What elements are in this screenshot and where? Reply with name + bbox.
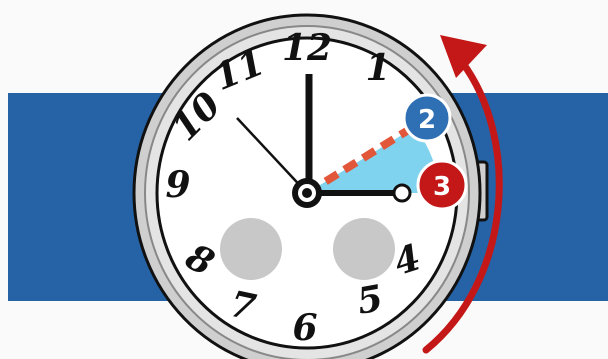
badge-2-label: 2	[418, 105, 436, 135]
badge-3: 3	[418, 161, 466, 209]
numeral-1: 1	[365, 47, 390, 89]
badge-2: 2	[404, 95, 450, 141]
subdial-right	[333, 218, 395, 280]
numeral-6: 6	[292, 307, 317, 349]
badge-3-label: 3	[433, 172, 451, 202]
numeral-9: 9	[165, 164, 190, 206]
hands-hub-center	[302, 188, 312, 198]
subdial-left	[220, 218, 282, 280]
numeral-12: 12	[282, 27, 332, 69]
hour-hand-tip	[394, 185, 410, 201]
